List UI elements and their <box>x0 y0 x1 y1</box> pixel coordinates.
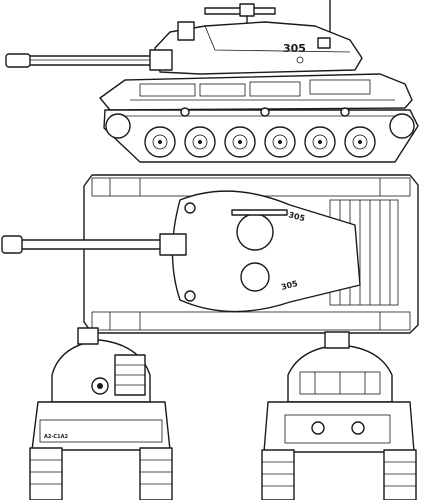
return-rollers <box>180 107 350 117</box>
front-right-track <box>139 447 173 500</box>
front-cupola <box>77 327 99 345</box>
roof-machine-gun <box>204 3 276 27</box>
rear-right-track <box>383 449 417 500</box>
front-plate-text: A2-C1A2 <box>44 434 68 440</box>
side-hull-number: 305 <box>283 42 306 55</box>
side-view: 305 <box>5 0 419 163</box>
top-machine-gun <box>231 209 288 216</box>
rear-left-track <box>261 449 295 500</box>
commander-cupola <box>236 213 274 251</box>
exhaust-left <box>311 421 325 435</box>
hull-rear <box>263 401 415 453</box>
top-hull-number-front: 305 <box>280 279 299 292</box>
main-gun-side <box>5 49 173 71</box>
main-gun-top <box>1 233 187 256</box>
top-hull-number-rear: 305 <box>287 210 306 223</box>
exhaust-right <box>351 421 365 435</box>
front-left-track <box>29 447 63 500</box>
hull-side <box>99 73 413 111</box>
hull-front <box>31 401 171 451</box>
rear-view <box>261 331 417 500</box>
track-side <box>103 109 419 163</box>
loader-hatch <box>240 262 270 292</box>
rear-cupola <box>324 331 350 349</box>
idler-wheel <box>105 113 131 139</box>
top-view: 305 305 <box>1 174 419 334</box>
drive-sprocket <box>389 113 415 139</box>
front-view: A2-C1A2 <box>29 327 173 500</box>
turret-top <box>171 190 361 313</box>
fender-stowage <box>130 79 395 101</box>
road-wheels <box>144 126 376 158</box>
